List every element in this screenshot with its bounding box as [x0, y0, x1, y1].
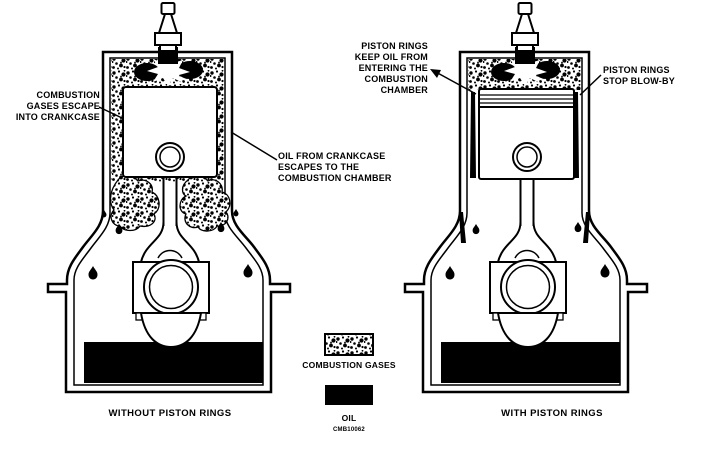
wrist-pin-inner: [516, 146, 538, 168]
oil-sump: [84, 342, 263, 383]
combustion-gas-cloud: [179, 174, 231, 232]
crank-journal-inner: [505, 264, 551, 310]
gas-black-blob: [491, 63, 517, 81]
label-oil-from-crankcase: OIL FROM CRANKCASE ESCAPES TO THE COMBUS…: [278, 151, 392, 183]
rod-flare: [175, 221, 200, 263]
oil-streak: [470, 92, 476, 178]
gas-black-blob: [534, 61, 560, 79]
label-piston-rings-keep-oil: PISTON RINGS KEEP OIL FROM ENTERING THE …: [354, 41, 428, 95]
right-engine-diagram: [403, 2, 649, 394]
figure-code: CMB10062: [333, 427, 365, 433]
caption-without-piston-rings: WITHOUT PISTON RINGS: [108, 408, 232, 419]
piston-rings: [480, 94, 573, 108]
gas-black-blob: [134, 63, 160, 81]
oil-streak: [459, 212, 466, 243]
rod-dip: [514, 249, 540, 259]
rod-flare: [497, 221, 522, 263]
combustion-gas-cloud: [109, 174, 160, 232]
gas-black-blob: [177, 61, 203, 79]
crank-hump: [139, 312, 203, 349]
wrist-pin-inner: [159, 146, 181, 168]
arrowhead-icon: [430, 69, 441, 78]
leader-line-rings-blowby: [579, 74, 602, 96]
leader-line-rings-keep-oil: [433, 70, 477, 95]
oil-sump: [441, 342, 620, 383]
leader-line-combustion-gases: [98, 106, 123, 119]
legend-label-combustion-gases: COMBUSTION GASES: [302, 360, 396, 370]
legend-oil-swatch: [325, 385, 373, 405]
leader-line-oil-escape: [230, 131, 278, 161]
piston: [478, 88, 575, 180]
crank-hump: [496, 312, 560, 349]
caption-with-piston-rings: WITH PISTON RINGS: [501, 408, 603, 419]
oil-streak: [583, 212, 590, 243]
rod-flare: [532, 221, 557, 263]
spark-flash: [504, 56, 547, 86]
legend-label-oil: OIL: [341, 413, 357, 423]
spark-flash: [147, 56, 190, 86]
legend-combustion-gases-swatch: [324, 333, 374, 356]
leader-lines: [98, 70, 602, 161]
rod-flare: [140, 221, 165, 263]
rod-dip: [157, 249, 183, 259]
oil-drop-icon: [233, 209, 239, 217]
left-engine-diagram: [46, 2, 292, 394]
label-piston-rings-stop-blowby: PISTON RINGS STOP BLOW-BY: [603, 65, 675, 86]
piston: [122, 86, 218, 178]
crank-journal-inner: [148, 264, 194, 310]
spark-plug-icon: [511, 2, 539, 64]
spark-plug-icon: [154, 2, 182, 64]
label-combustion-gases-escape: COMBUSTION GASES ESCAPE INTO CRANKCASE: [15, 90, 100, 122]
